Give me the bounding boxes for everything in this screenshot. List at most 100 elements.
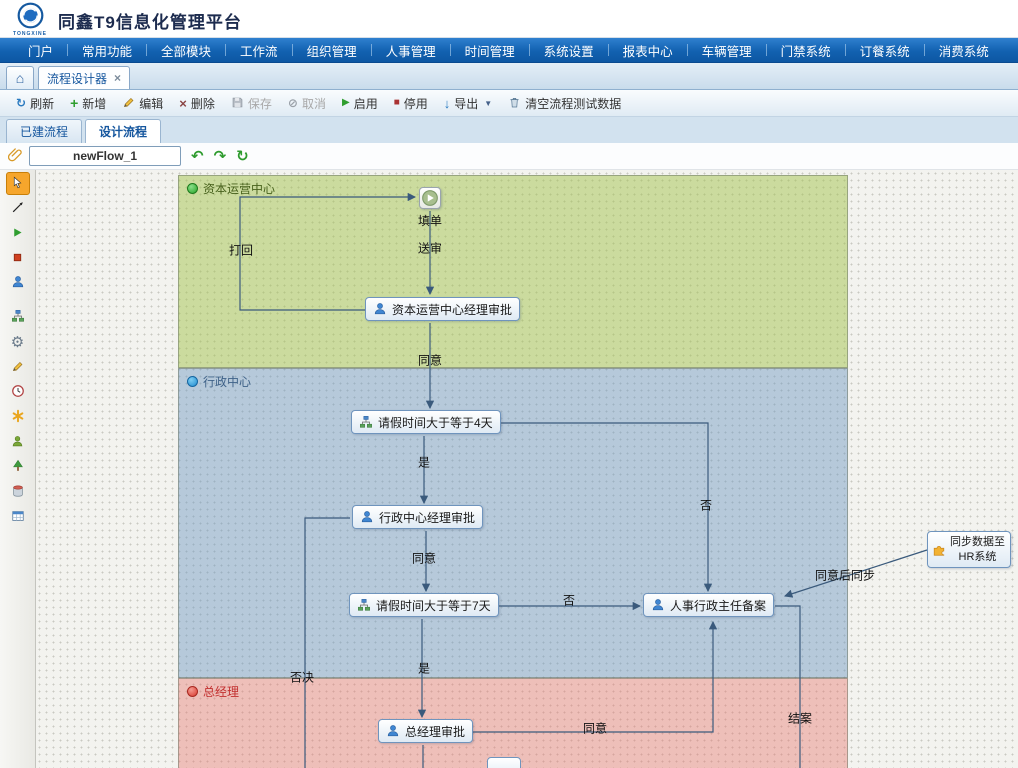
tab-home[interactable]: ⌂	[6, 66, 34, 89]
nav-item-access-control[interactable]: 门禁系统	[780, 44, 831, 59]
reload-flow-button[interactable]: ↻	[236, 149, 249, 164]
database-icon	[11, 484, 25, 501]
document-tab-bar: ⌂ 流程设计器 ×	[0, 63, 1018, 90]
org-chart-icon	[11, 309, 25, 326]
tool-plugin[interactable]	[6, 406, 30, 429]
edge-label-no-2: 否	[699, 498, 713, 513]
reload-icon: ↻	[236, 147, 249, 165]
node-label: 行政中心经理审批	[379, 510, 476, 525]
designer-tool-palette: ⚙	[0, 170, 36, 768]
lane-capital-operation-center[interactable]: 资本运营中心	[178, 175, 848, 368]
nav-separator	[225, 44, 227, 56]
node-label: 请假时间大于等于7天	[376, 598, 491, 613]
undo-button[interactable]: ↶	[191, 149, 204, 164]
add-button[interactable]: + 新增	[62, 93, 114, 114]
org-chart-icon	[359, 415, 373, 429]
tool-end-node[interactable]	[6, 247, 30, 270]
disable-label: 停用	[403, 96, 428, 111]
main-nav: 门户 常用功能 全部模块 工作流 组织管理 人事管理 时间管理 系统设置 报表中…	[0, 38, 1018, 63]
enable-play-icon: ▶	[342, 97, 350, 108]
lane-general-manager[interactable]: 总经理	[178, 678, 848, 768]
lane-name: 总经理	[203, 685, 240, 699]
table-grid-icon	[11, 509, 25, 526]
nav-item-common-functions[interactable]: 常用功能	[82, 44, 133, 59]
nav-item-system-settings[interactable]: 系统设置	[543, 44, 594, 59]
delete-label: 删除	[190, 96, 215, 111]
node-sync-hr-system[interactable]: 同步数据至HR系统	[927, 531, 1011, 568]
export-button[interactable]: ↓ 导出 ▼	[436, 93, 500, 114]
tool-timer[interactable]	[6, 381, 30, 404]
node-label: 人事行政主任备案	[670, 598, 767, 613]
flow-canvas[interactable]: 资本运营中心 行政中心 总经理	[36, 170, 1018, 768]
clear-test-data-label: 清空流程测试数据	[525, 96, 622, 111]
export-icon: ↓	[443, 95, 451, 111]
edge-label-veto: 否决	[289, 670, 315, 685]
node-capital-manager-approval[interactable]: 资本运营中心经理审批	[365, 297, 521, 321]
tool-decision-node[interactable]	[6, 306, 30, 329]
nav-item-org-management[interactable]: 组织管理	[306, 44, 357, 59]
tab-built-flows[interactable]: 已建流程	[6, 119, 83, 143]
nav-item-consume-system[interactable]: 消费系统	[938, 44, 989, 59]
disable-button[interactable]: ■ 停用	[386, 93, 436, 114]
flow-name-bar: newFlow_1 ↶ ↷ ↻	[0, 143, 1018, 170]
tool-role[interactable]	[6, 431, 30, 454]
lane-name: 资本运营中心	[203, 182, 276, 196]
nav-item-time-management[interactable]: 时间管理	[464, 44, 515, 59]
org-chart-icon	[357, 598, 371, 612]
node-gm-approval[interactable]: 总经理审批	[378, 719, 474, 743]
person-icon	[386, 724, 400, 738]
edge-label-agree-3: 同意	[582, 721, 608, 736]
close-icon[interactable]: ×	[114, 71, 122, 85]
cancel-button[interactable]: ⊘ 取消	[280, 93, 334, 114]
home-icon: ⌂	[15, 70, 25, 86]
node-leave-ge-7-days[interactable]: 请假时间大于等于7天	[349, 593, 499, 617]
nav-item-workflow[interactable]: 工作流	[240, 44, 278, 59]
clear-test-data-button[interactable]: 清空流程测试数据	[500, 93, 629, 114]
tool-connector[interactable]	[6, 197, 30, 220]
edit-button[interactable]: 编辑	[114, 93, 171, 114]
refresh-icon: ↻	[16, 96, 27, 110]
refresh-button[interactable]: ↻ 刷新	[8, 93, 62, 114]
redo-button[interactable]: ↷	[214, 149, 227, 164]
person-icon	[360, 510, 374, 524]
nav-item-all-modules[interactable]: 全部模块	[161, 44, 212, 59]
nav-item-report-center[interactable]: 报表中心	[622, 44, 673, 59]
node-start-label: 填单	[417, 214, 443, 228]
tool-approver-node[interactable]	[6, 272, 30, 295]
tool-settings[interactable]: ⚙	[6, 331, 30, 354]
tab-flow-designer[interactable]: 流程设计器 ×	[38, 66, 131, 89]
green-person-icon	[11, 435, 24, 451]
save-button[interactable]: 保存	[223, 93, 280, 114]
edge-label-close-case: 结案	[787, 711, 813, 726]
tool-edit-label[interactable]	[6, 356, 30, 379]
edit-label: 编辑	[139, 96, 164, 111]
lane-admin-center[interactable]: 行政中心	[178, 368, 848, 678]
node-admin-manager-approval[interactable]: 行政中心经理审批	[352, 505, 484, 529]
app-logo: TONGXINE	[8, 2, 52, 37]
node-partial-bottom[interactable]	[487, 757, 521, 768]
node-leave-ge-4-days[interactable]: 请假时间大于等于4天	[351, 410, 501, 434]
edge-label-return: 打回	[228, 243, 254, 258]
nav-separator	[765, 44, 767, 56]
app-title: 同鑫T9信息化管理平台	[58, 13, 242, 32]
nav-item-hr-management[interactable]: 人事管理	[385, 44, 436, 59]
node-hr-director-record[interactable]: 人事行政主任备案	[643, 593, 775, 617]
delete-button[interactable]: × 删除	[171, 93, 223, 114]
nav-item-portal[interactable]: 门户	[28, 44, 54, 59]
save-label: 保存	[247, 96, 272, 111]
tab-design-flow[interactable]: 设计流程	[85, 119, 162, 143]
tool-org-tree[interactable]	[6, 456, 30, 479]
nav-item-meal-system[interactable]: 订餐系统	[859, 44, 910, 59]
tool-database[interactable]	[6, 481, 30, 504]
tab-flow-designer-label: 流程设计器	[47, 71, 108, 86]
tool-table[interactable]	[6, 506, 30, 529]
tool-select[interactable]	[5, 172, 30, 195]
enable-button[interactable]: ▶ 启用	[334, 93, 386, 114]
node-start[interactable]	[419, 187, 441, 209]
edge-label-submit: 送审	[417, 241, 443, 256]
tool-start-node[interactable]	[6, 222, 30, 245]
nav-item-vehicle-management[interactable]: 车辆管理	[701, 44, 752, 59]
lane-blue-dot-icon	[187, 376, 198, 387]
save-disk-icon	[231, 96, 244, 111]
flow-name-field[interactable]: newFlow_1	[29, 146, 181, 166]
